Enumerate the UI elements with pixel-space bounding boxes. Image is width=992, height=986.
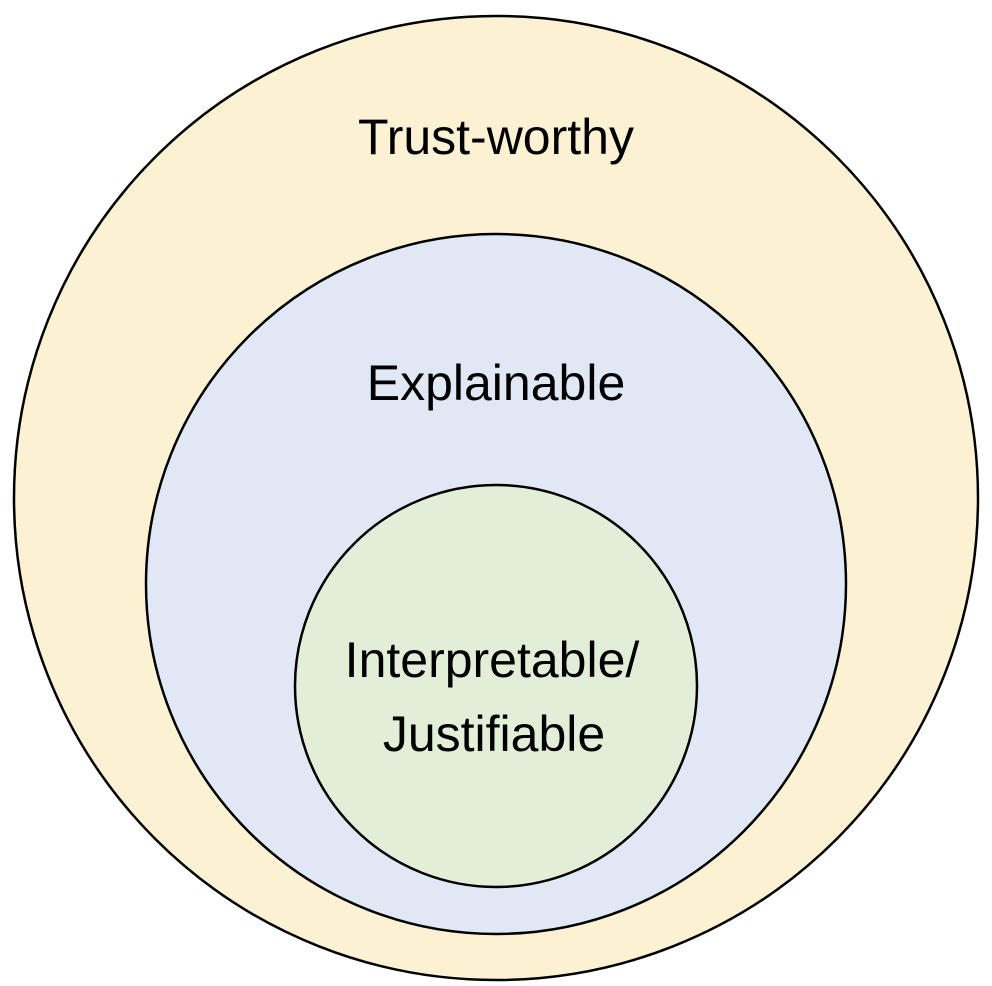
label-justifiable: Justifiable xyxy=(383,706,605,762)
label-explainable: Explainable xyxy=(367,355,626,411)
label-trustworthy: Trust-worthy xyxy=(358,109,634,165)
inner-circle-interpretable xyxy=(293,483,699,889)
label-interpretable: Interpretable/ xyxy=(345,632,640,688)
